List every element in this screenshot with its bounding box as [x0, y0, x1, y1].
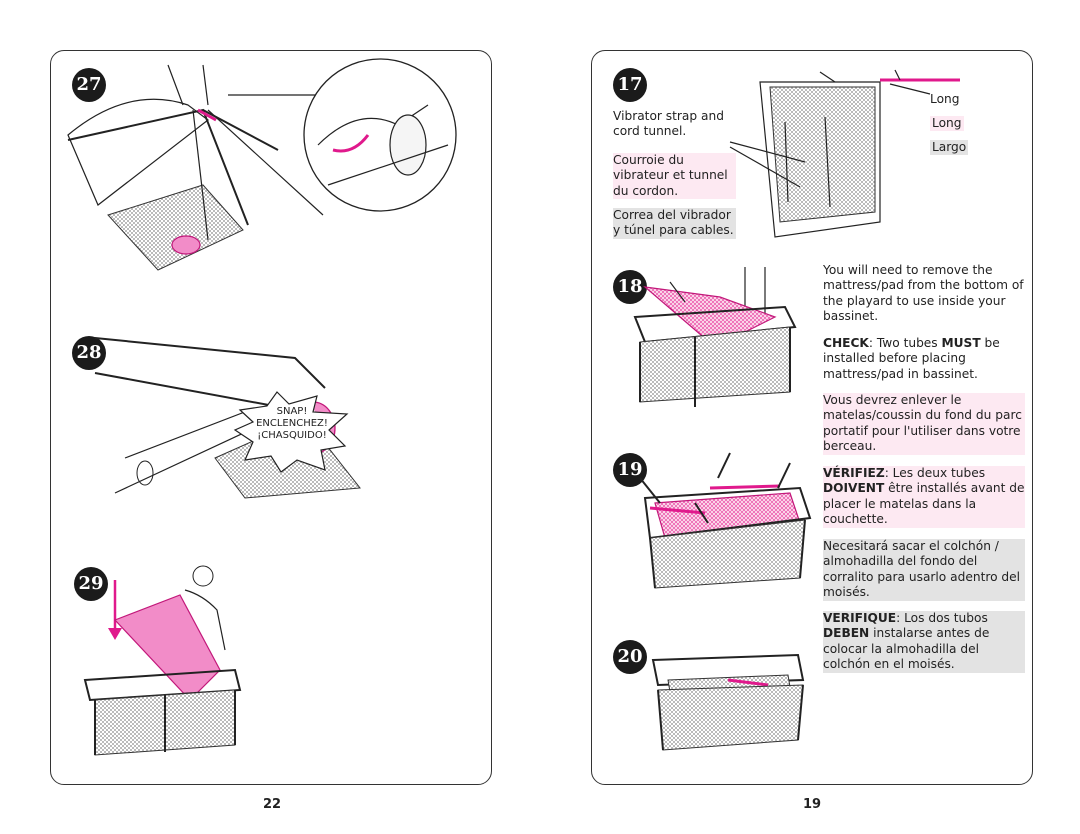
- verifique-text-rest: instalarse antes de colocar la almohadil…: [823, 626, 990, 672]
- step-17-caption-spanish: Correa del vibrador y túnel para cables.: [613, 208, 736, 239]
- verifique-text: : Los dos tubos: [896, 611, 988, 625]
- instructions-spanish-intro: Necesitará sacar el colchón / almohadill…: [823, 539, 1025, 601]
- instructions-french-check: VÉRIFIEZ: Les deux tubes DOIVENT être in…: [823, 466, 1025, 528]
- verifique-label: VERIFIQUE: [823, 611, 897, 625]
- instructions-english-intro: You will need to remove the mattress/pad…: [823, 263, 1024, 324]
- step-19-illustration: [639, 452, 812, 589]
- verifiez-label: VÉRIFIEZ: [823, 466, 885, 480]
- check-text-rest: be installed before placing mattress/pad…: [823, 336, 1000, 381]
- right-page-number: 19: [803, 797, 822, 812]
- step-29-illustration: [83, 565, 242, 756]
- doivent-label: DOIVENT: [823, 481, 885, 496]
- length-label-spanish: Largo: [930, 140, 969, 156]
- must-label: MUST: [941, 336, 981, 350]
- step-20-illustration: [651, 653, 805, 751]
- instructions-english-check: CHECK: Two tubes MUST be installed befor…: [823, 336, 1028, 382]
- step-28-badge: 28: [72, 336, 106, 370]
- step-17-caption-french: Courroie du vibrateur et tunnel du cordo…: [613, 153, 736, 200]
- length-label-english: Long: [930, 92, 960, 106]
- check-label: CHECK: [823, 336, 869, 350]
- step-18-illustration: [633, 267, 797, 407]
- step-27-illustration: [67, 58, 457, 271]
- snap-callout-line-1: SNAP!: [276, 406, 308, 417]
- step-17-caption-english: Vibrator strap and cord tunnel.: [613, 109, 724, 139]
- step-19-badge: 19: [613, 453, 647, 487]
- snap-callout-line-2: ENCLENCHEZ!: [256, 418, 328, 429]
- step-17-badge: 17: [613, 68, 647, 102]
- verifiez-text: : Les deux tubes: [884, 466, 986, 480]
- left-page-number: 22: [263, 797, 282, 812]
- length-label-french: Long: [930, 116, 964, 132]
- check-text: : Two tubes: [868, 336, 942, 350]
- step-29-badge: 29: [74, 567, 108, 601]
- verifiez-text-rest: être installés avant de placer le matela…: [823, 481, 1025, 527]
- step-17-illustration: [729, 69, 960, 238]
- step-27-badge: 27: [72, 68, 106, 102]
- snap-callout-line-3: ¡CHASQUIDO!: [257, 430, 327, 441]
- deben-label: DEBEN: [823, 626, 870, 641]
- step-20-badge: 20: [613, 640, 647, 674]
- snap-burst: [233, 391, 349, 473]
- instructions-spanish-check: VERIFIQUE: Los dos tubos DEBEN instalars…: [823, 611, 1025, 673]
- instructions-french-intro: Vous devrez enlever le matelas/coussin d…: [823, 393, 1025, 455]
- step-18-badge: 18: [613, 270, 647, 304]
